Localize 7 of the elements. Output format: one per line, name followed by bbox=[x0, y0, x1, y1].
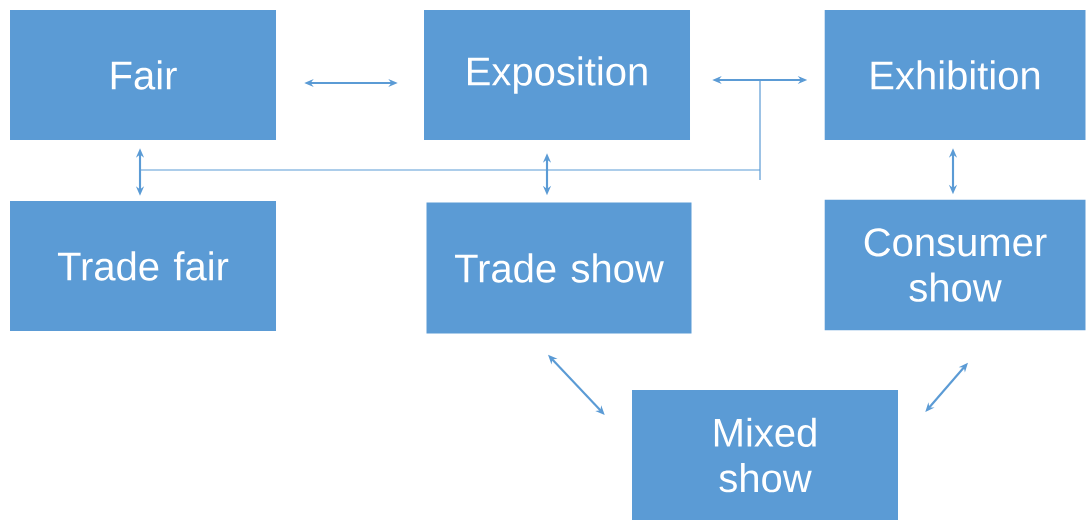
box: Exposition bbox=[424, 10, 690, 140]
box: Fair bbox=[10, 10, 276, 140]
box: Trade show bbox=[426, 202, 692, 334]
box: Exhibition bbox=[824, 10, 1086, 140]
box: Mixed show bbox=[632, 390, 898, 520]
box: Trade fair bbox=[10, 201, 276, 331]
box: Consumer show bbox=[824, 199, 1086, 331]
